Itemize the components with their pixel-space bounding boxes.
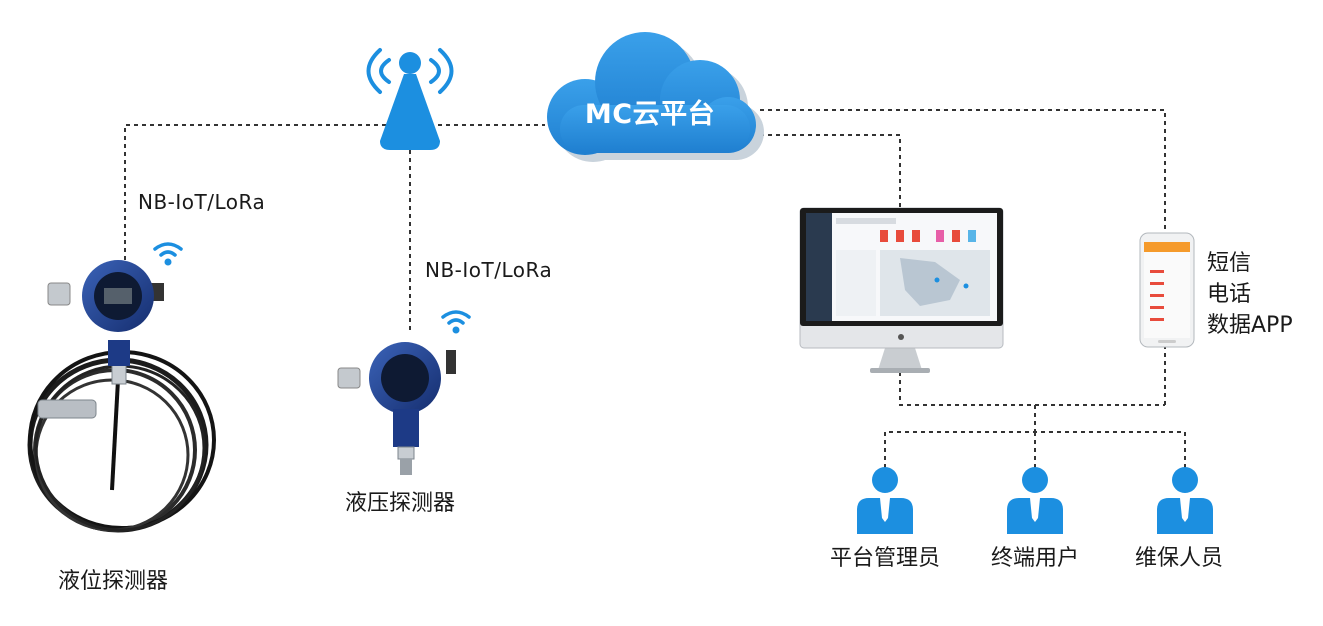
role-platform-admin: 平台管理员 [829,546,940,571]
user-icon [1157,467,1213,534]
connection-lines [124,109,1186,468]
wifi-icon [441,310,471,334]
level-detector-label: 液位探测器 [58,569,169,594]
link-cloud-to-monitor [760,134,901,208]
user-icon [857,467,913,534]
imac-monitor-icon [799,207,1004,373]
role-maintenance-staff: 维保人员 [1134,546,1223,571]
smartphone-icon [1139,232,1195,348]
protocol-label-middle: NB-IoT/LoRa [425,258,553,282]
user-icon [1007,467,1063,534]
notify-sms: 短信 [1207,251,1252,276]
notify-app: 数据APP [1207,313,1293,338]
notification-methods: 短信 电话 数据APP [1207,248,1293,341]
link-terminals-bus [899,372,1165,406]
protocol-label-left: NB-IoT/LoRa [138,190,266,214]
level-transmitter-icon [27,260,216,533]
cloud-icon [547,32,764,162]
notify-phone: 电话 [1207,282,1252,307]
pressure-detector-label: 液压探测器 [345,491,456,516]
cloud-label: MC云平台 [584,99,716,130]
role-end-user: 终端用户 [990,546,1079,571]
antenna-tower-icon [366,48,454,150]
wifi-icon [153,242,183,266]
pressure-transmitter-icon [337,342,456,475]
